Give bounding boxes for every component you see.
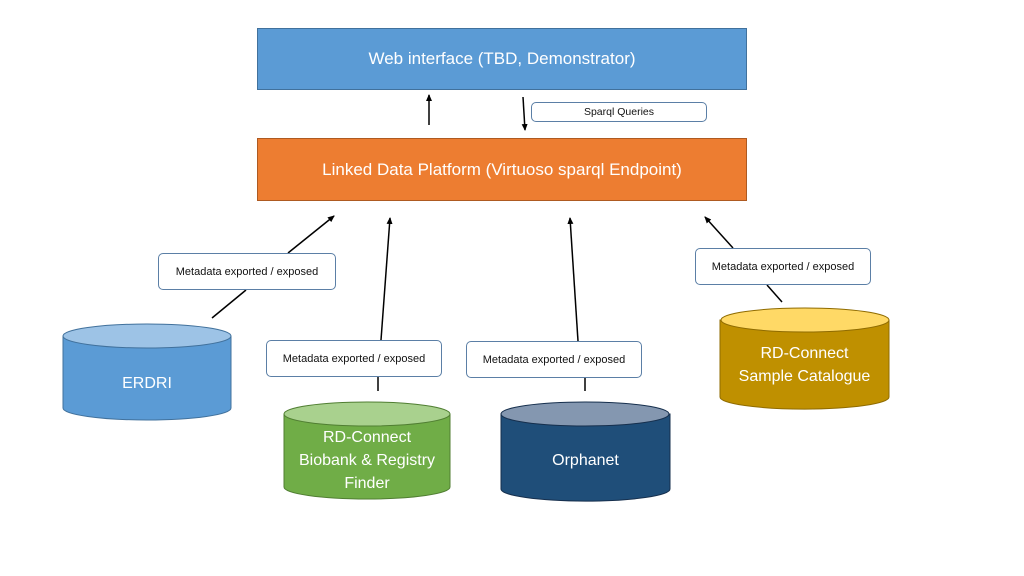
orphanet-label: Orphanet	[501, 430, 670, 490]
edge-label-erdri-text: Metadata exported / exposed	[175, 265, 319, 278]
linked-data-platform-label: Linked Data Platform (Virtuoso sparql En…	[322, 159, 682, 179]
arrow-web-to-platform	[521, 96, 528, 131]
sample-cylinder-body	[719, 319, 890, 410]
biobank-database	[283, 401, 451, 500]
edge-label-sample-text: Metadata exported / exposed	[711, 260, 855, 273]
biobank-cylinder-top	[283, 401, 451, 427]
biobank-cylinder-body	[283, 413, 451, 500]
arrow-erdri-lower	[211, 289, 247, 319]
biobank-label: RD-Connect Biobank & Registry Finder	[284, 425, 450, 495]
sample-catalogue-database	[719, 307, 890, 410]
edge-label-biobank-text: Metadata exported / exposed	[282, 352, 426, 365]
erdri-name: ERDRI	[122, 374, 172, 392]
edge-label-biobank: Metadata exported / exposed	[266, 340, 442, 377]
orphanet-cylinder-body	[500, 413, 671, 502]
sample-cylinder-top	[720, 307, 890, 333]
web-interface-box: Web interface (TBD, Demonstrator)	[257, 28, 747, 90]
sample-line-2: Sample Catalogue	[738, 368, 871, 385]
biobank-line-2: Biobank & Registry	[298, 451, 436, 469]
edge-label-erdri: Metadata exported / exposed	[158, 253, 336, 290]
arrow-erdri-upper	[287, 215, 335, 254]
orphanet-cylinder-top	[500, 401, 670, 427]
erdri-cylinder-top	[62, 323, 232, 349]
erdri-label: ERDRI	[63, 360, 231, 406]
edge-label-orphanet: Metadata exported / exposed	[466, 341, 642, 378]
arrow-orphanet-upper	[567, 217, 579, 342]
sparql-queries-label: Sparql Queries	[531, 102, 707, 122]
sample-catalogue-label: RD-Connect Sample Catalogue	[720, 335, 889, 395]
orphanet-name: Orphanet	[552, 451, 619, 469]
arrow-sample-lower	[766, 284, 783, 303]
edge-label-orphanet-text: Metadata exported / exposed	[482, 353, 626, 366]
linked-data-platform-box: Linked Data Platform (Virtuoso sparql En…	[257, 138, 747, 201]
sparql-queries-text: Sparql Queries	[583, 106, 655, 118]
biobank-line-3: Finder	[344, 474, 390, 492]
sample-line-1: RD-Connect	[760, 345, 849, 362]
erdri-database	[62, 323, 232, 421]
arrow-biobank-upper	[380, 217, 393, 341]
orphanet-database	[500, 401, 671, 502]
biobank-line-1: RD-Connect	[322, 428, 412, 446]
web-interface-label: Web interface (TBD, Demonstrator)	[368, 49, 636, 68]
arrow-sample-upper	[704, 216, 734, 249]
edge-label-sample: Metadata exported / exposed	[695, 248, 871, 285]
erdri-cylinder-body	[62, 335, 232, 421]
